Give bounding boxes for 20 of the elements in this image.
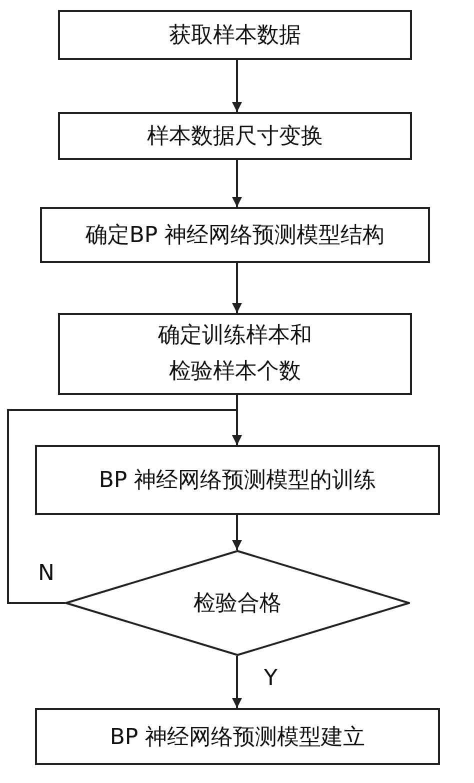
process-box	[35, 445, 440, 515]
box-label: 确定BP 神经网络预测模型结构	[85, 222, 385, 250]
box-label: BP 神经网络预测模型建立	[110, 724, 366, 752]
box-label: 检验合格	[194, 590, 282, 618]
arrow	[232, 160, 242, 207]
process-box	[40, 207, 430, 263]
process-box	[58, 10, 412, 60]
process-box	[35, 708, 440, 765]
box-label: 样本数据尺寸变换	[147, 123, 323, 151]
box-label: BP 神经网络预测模型的训练	[98, 467, 376, 495]
process-box	[58, 313, 412, 395]
arrow	[232, 60, 242, 112]
box-label: 获取样本数据	[169, 22, 301, 50]
arrow	[232, 263, 242, 313]
process-box	[58, 112, 412, 160]
arrow	[232, 515, 242, 550]
box-label: 确定训练样本和检验样本个数	[157, 322, 313, 386]
decision-diamond	[65, 550, 410, 656]
arrow	[7, 409, 242, 604]
arrow	[232, 656, 242, 708]
